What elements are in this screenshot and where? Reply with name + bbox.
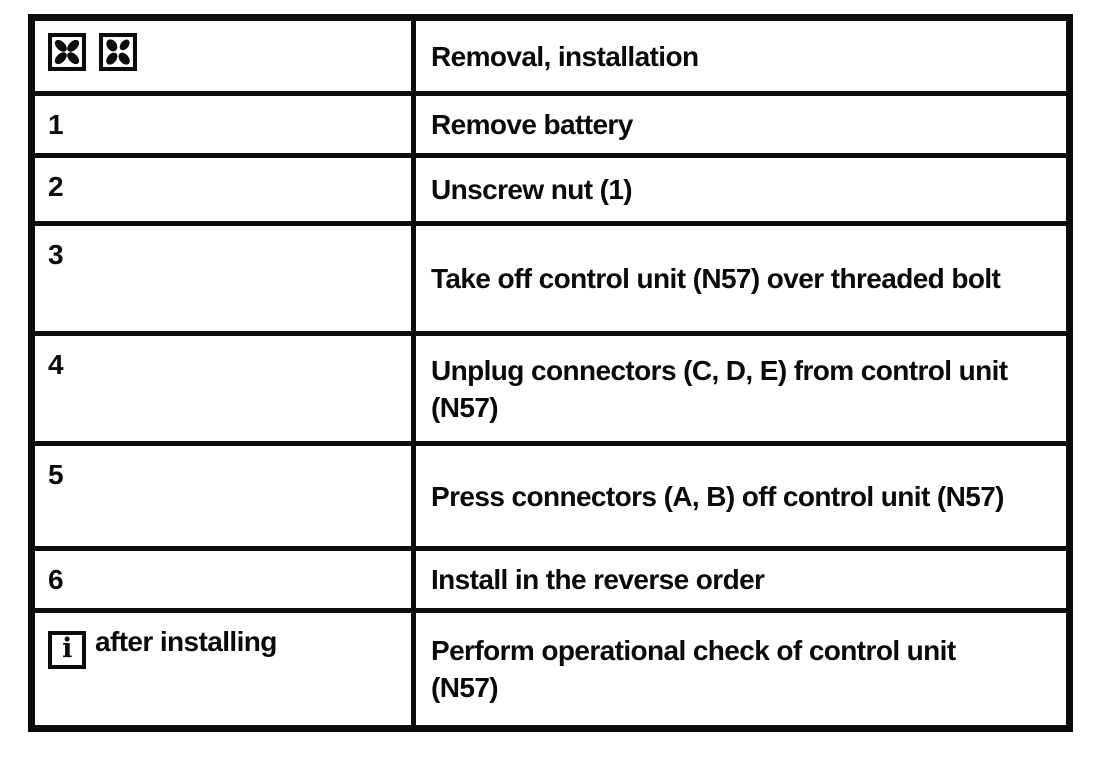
table-row: 6 Install in the reverse order <box>28 546 1073 613</box>
step-cell: i after installing <box>28 608 416 732</box>
table-title: Removal, installation <box>431 40 699 72</box>
table-row: 1 Remove battery <box>28 91 1073 158</box>
instruction-cell: Remove battery <box>411 91 1073 158</box>
instruction-cell: Unscrew nut (1) <box>411 153 1073 226</box>
header-row: Removal, installation <box>28 14 1073 96</box>
step-label: 5 <box>48 459 64 490</box>
instruction-cell: Perform operational check of control uni… <box>411 608 1073 732</box>
info-icon: i <box>48 631 86 669</box>
step-cell: 1 <box>28 91 416 158</box>
step-label: after installing <box>95 626 277 657</box>
step-label: 2 <box>48 171 64 202</box>
table-row: 3 Take off control unit (N57) over thread… <box>28 221 1073 336</box>
table-row: 2 Unscrew nut (1) <box>28 153 1073 226</box>
step-label: 3 <box>48 239 64 270</box>
step-cell: 3 <box>28 221 416 336</box>
step-cell: 2 <box>28 153 416 226</box>
header-title-cell: Removal, installation <box>411 14 1073 96</box>
symbol-group <box>47 32 138 72</box>
step-label: 1 <box>48 109 64 140</box>
table-row: 5 Press connectors (A, B) off control uni… <box>28 441 1073 551</box>
table-row: 4 Unplug connectors (C, D, E) from contro… <box>28 331 1073 446</box>
step-cell: 4 <box>28 331 416 446</box>
instruction-cell: Take off control unit (N57) over threade… <box>411 221 1073 336</box>
installation-symbol-icon <box>98 32 138 72</box>
instruction-cell: Press connectors (A, B) off control unit… <box>411 441 1073 551</box>
step-cell: 5 <box>28 441 416 551</box>
removal-symbol-icon <box>47 32 87 72</box>
instruction-cell: Install in the reverse order <box>411 546 1073 613</box>
step-label: 4 <box>48 349 64 380</box>
step-label: 6 <box>48 564 64 595</box>
header-symbol-cell <box>28 14 416 96</box>
instruction-cell: Unplug connectors (C, D, E) from control… <box>411 331 1073 446</box>
table-row: i after installing Perform operational che… <box>28 608 1073 732</box>
step-cell: 6 <box>28 546 416 613</box>
